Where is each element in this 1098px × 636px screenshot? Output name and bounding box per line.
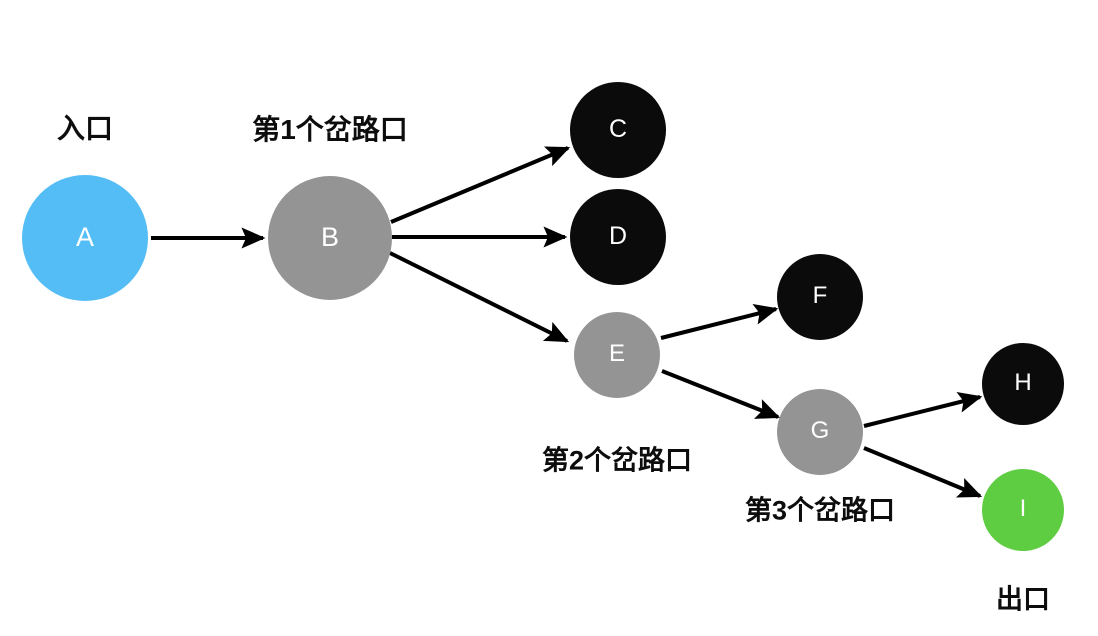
node-label-b: B [320,221,339,252]
node-e[interactable]: E [574,312,660,398]
edge-b-to-e [389,251,570,343]
edge-g-to-h [863,391,983,428]
node-i[interactable]: I [982,469,1064,551]
node-label-a: A [75,221,94,252]
edge-e-to-g [661,369,781,419]
caption-fork1: 第1个岔路口 [252,114,408,145]
caption-fork3: 第3个岔路口 [744,495,896,526]
node-g[interactable]: G [777,389,863,475]
node-a[interactable]: A [22,175,148,301]
node-label-c: C [608,114,628,143]
node-f[interactable]: F [777,254,863,340]
node-label-f: F [812,282,828,309]
node-b[interactable]: B [268,176,392,300]
node-label-d: D [608,221,628,250]
node-label-i: I [1019,495,1027,522]
node-h[interactable]: H [982,343,1064,425]
edge-e-to-f [660,304,779,340]
node-label-h: H [1014,369,1032,396]
edge-g-to-i [863,446,983,498]
caption-exit: 出口 [996,584,1050,615]
edge-b-to-c [390,146,571,224]
caption-fork2: 第2个岔路口 [541,445,693,476]
node-c[interactable]: C [570,82,666,178]
caption-entry: 入口 [56,113,114,144]
node-label-e: E [608,340,625,367]
edges-group [151,146,983,498]
node-label-g: G [810,417,830,444]
node-d[interactable]: D [570,189,666,285]
